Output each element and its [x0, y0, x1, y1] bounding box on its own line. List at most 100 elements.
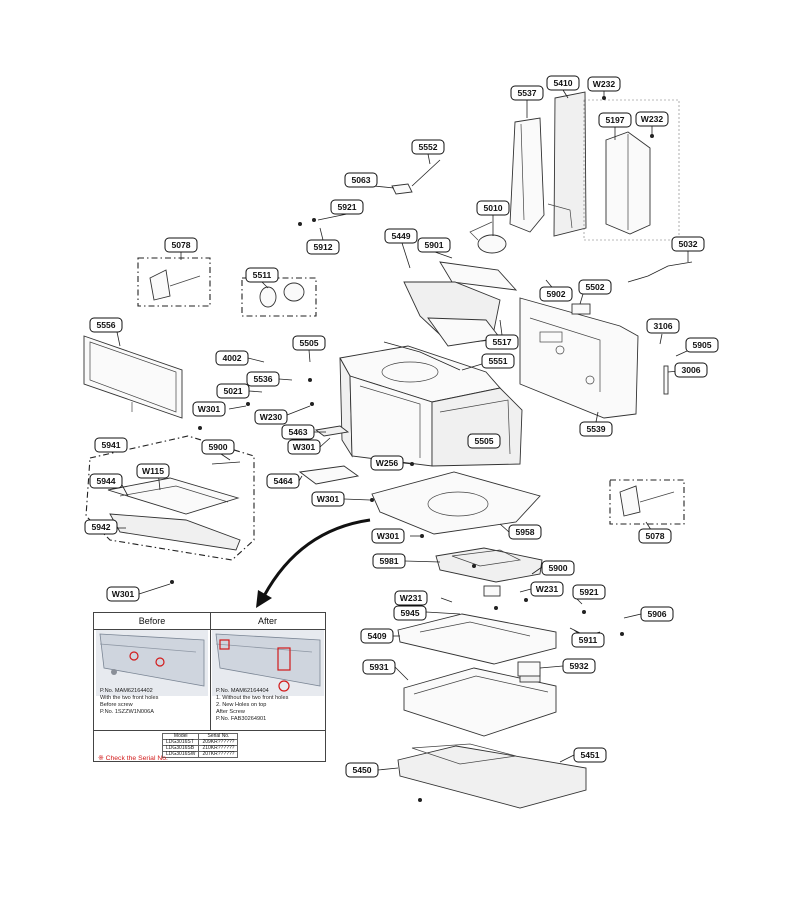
svg-text:5945: 5945 [400, 608, 419, 618]
svg-text:5451: 5451 [580, 750, 599, 760]
callout-5505-top: 5505 [292, 335, 326, 351]
callout-5032: 5032 [671, 236, 705, 252]
callout-5539: 5539 [579, 421, 613, 437]
svg-text:5505: 5505 [299, 338, 318, 348]
upper-frame-5449 [403, 261, 518, 347]
rear-panel-5410 [547, 91, 587, 237]
callout-4002: 4002 [215, 350, 249, 366]
callout-5464: 5464 [266, 473, 300, 489]
svg-text:5078: 5078 [171, 240, 190, 250]
group-5078-right [609, 479, 685, 525]
group-5511 [241, 277, 317, 317]
svg-text:3106: 3106 [653, 321, 672, 331]
front-hole-marker-icon [155, 657, 165, 667]
svg-text:3006: 3006 [681, 365, 700, 375]
svg-text:5450: 5450 [352, 765, 371, 775]
callout-5511: 5511 [245, 267, 279, 283]
rear-frame-outline [583, 99, 680, 241]
svg-text:5449: 5449 [391, 231, 410, 241]
igniter-5078-left [149, 269, 201, 301]
callout-5078-left: 5078 [164, 237, 198, 253]
wire-5900 [211, 461, 241, 465]
callout-5450: 5450 [345, 762, 379, 778]
callout-5517: 5517 [485, 334, 519, 350]
callout-w256: W256 [370, 455, 404, 471]
callout-w231-b: W231 [394, 590, 428, 606]
callout-5921-bottom: 5921 [572, 584, 606, 600]
callout-w230: W230 [254, 409, 288, 425]
after-label: After [210, 613, 325, 630]
callout-w231-a: W231 [530, 581, 564, 597]
svg-text:5906: 5906 [647, 609, 666, 619]
svg-text:W230: W230 [260, 412, 283, 422]
svg-text:5911: 5911 [579, 635, 598, 645]
svg-text:5536: 5536 [253, 374, 272, 384]
before-notes: P.No. MAM62164402 With the two front hol… [100, 688, 159, 715]
callout-5944: 5944 [89, 473, 123, 489]
callout-5931: 5931 [362, 659, 396, 675]
svg-text:5556: 5556 [96, 320, 115, 330]
callout-5905: 5905 [685, 337, 719, 353]
callout-5958: 5958 [508, 524, 542, 540]
wire-5551 [383, 341, 461, 371]
inset-divider [94, 730, 325, 731]
callout-w301-b: W301 [287, 439, 321, 455]
svg-text:5539: 5539 [586, 424, 605, 434]
callout-5536: 5536 [246, 371, 280, 387]
svg-text:5552: 5552 [418, 142, 437, 152]
svg-text:5063: 5063 [351, 175, 370, 185]
tray-5958 [371, 471, 541, 535]
callout-5197: 5197 [598, 112, 632, 128]
svg-text:5502: 5502 [585, 282, 604, 292]
svg-text:W301: W301 [112, 589, 135, 599]
callout-5912: 5912 [306, 239, 340, 255]
callout-w301-d: W301 [371, 528, 405, 544]
svg-text:W256: W256 [376, 458, 399, 468]
svg-text:5032: 5032 [678, 239, 697, 249]
svg-text:5505: 5505 [474, 436, 493, 446]
callout-w301-a: W301 [192, 401, 226, 417]
svg-text:5912: 5912 [313, 242, 332, 252]
svg-text:5941: 5941 [101, 440, 120, 450]
svg-text:5197: 5197 [605, 115, 624, 125]
callout-5901: 5901 [417, 237, 451, 253]
callout-5451: 5451 [573, 747, 607, 763]
rod-3006 [663, 365, 669, 395]
callout-5981: 5981 [372, 553, 406, 569]
svg-text:W301: W301 [198, 404, 221, 414]
svg-text:4002: 4002 [222, 353, 241, 363]
before-photo [96, 630, 208, 696]
callout-5941: 5941 [94, 437, 128, 453]
callout-5902: 5902 [539, 286, 573, 302]
callout-5078-right: 5078 [638, 528, 672, 544]
svg-text:5944: 5944 [96, 476, 115, 486]
group-5078-left [137, 257, 211, 307]
svg-text:W232: W232 [641, 114, 664, 124]
duct-5197 [605, 131, 651, 235]
callout-5010: 5010 [476, 200, 510, 216]
svg-text:5021: 5021 [223, 386, 242, 396]
callout-5505-mid: 5505 [467, 433, 501, 449]
callout-5021: 5021 [216, 383, 250, 399]
callout-5921-top: 5921 [330, 199, 364, 215]
screw-icon [111, 669, 117, 675]
switch-5502 [571, 303, 591, 315]
new-hole-marker-icon [219, 639, 230, 650]
svg-text:5078: 5078 [645, 531, 664, 541]
callout-5932: 5932 [562, 658, 596, 674]
svg-text:W231: W231 [536, 584, 559, 594]
burner-5981 [435, 547, 543, 583]
callout-w301-e: W301 [106, 586, 140, 602]
plate-5463 [314, 425, 350, 437]
bottom-5450 [397, 743, 587, 809]
serial-table: Model Serial No. LDG3016ST 209KR?????? L… [161, 733, 239, 758]
svg-text:5905: 5905 [692, 340, 711, 350]
svg-text:W301: W301 [377, 531, 400, 541]
svg-text:5958: 5958 [515, 527, 534, 537]
svg-text:5409: 5409 [367, 631, 386, 641]
svg-text:5942: 5942 [91, 522, 110, 532]
svg-text:W232: W232 [593, 79, 616, 89]
before-label: Before [94, 613, 211, 630]
callout-5063: 5063 [344, 172, 378, 188]
